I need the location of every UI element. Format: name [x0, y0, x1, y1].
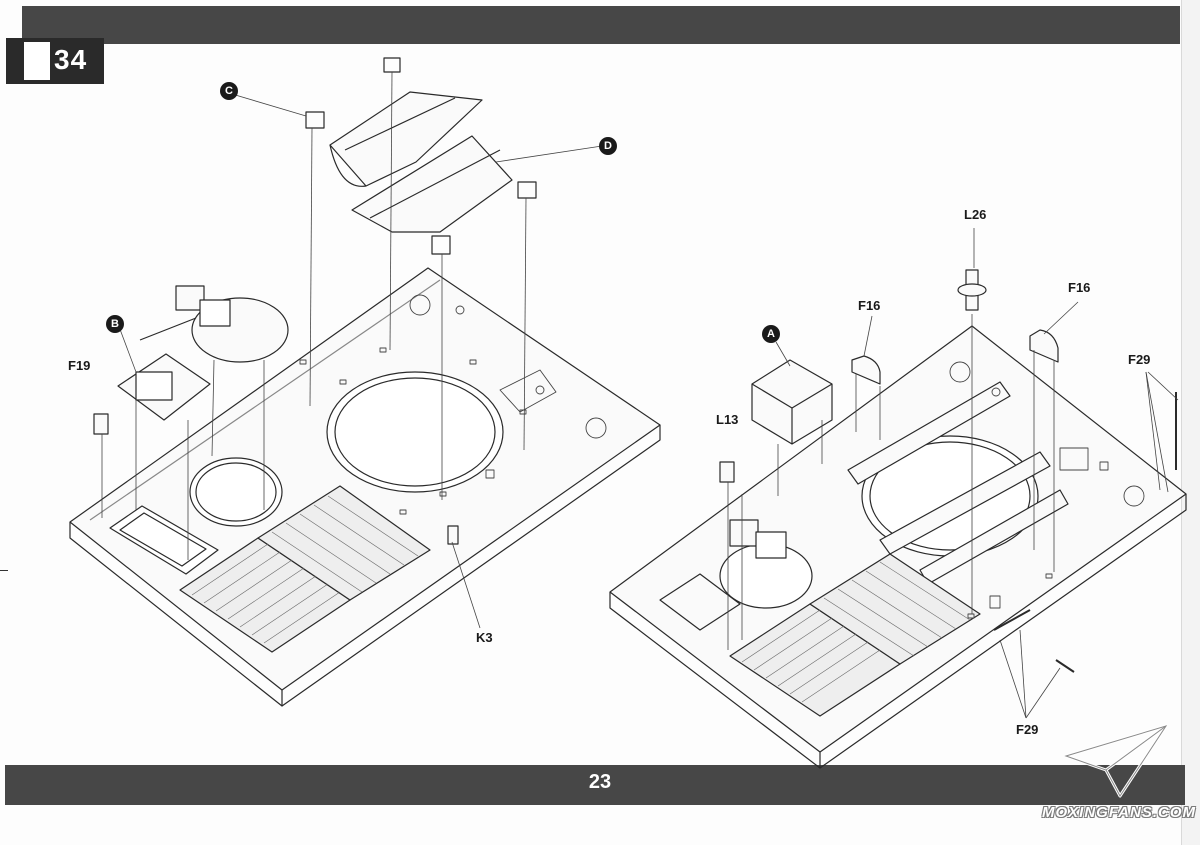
part-label-f29-top: F29 — [1128, 352, 1151, 367]
header-band — [22, 6, 1180, 44]
watermark-text: MOXINGFANS.COM — [1042, 804, 1197, 821]
right-exploded-parts — [719, 269, 1177, 673]
part-label-l26: L26 — [964, 207, 987, 222]
part-label-k3: K3 — [476, 630, 493, 645]
step-number: 34 — [54, 44, 88, 75]
callout-b: B — [106, 315, 124, 333]
step-number-box — [50, 42, 104, 80]
part-label-l13: L13 — [716, 412, 739, 427]
margin-tick — [0, 570, 8, 571]
page-edge — [1181, 0, 1200, 845]
part-label-f19: F19 — [68, 358, 91, 373]
page-number: 23 — [588, 771, 612, 793]
callout-a: A — [762, 325, 780, 343]
callout-d: D — [599, 137, 617, 155]
part-label-f16-right: F16 — [1068, 280, 1091, 295]
left-exploded-parts — [93, 57, 537, 545]
left-hull-deck — [69, 267, 661, 707]
callout-c: C — [220, 82, 238, 100]
footer-band — [5, 765, 1185, 805]
part-label-f16-left: F16 — [858, 298, 881, 313]
right-hull-deck — [609, 325, 1187, 769]
part-label-f29-bottom: F29 — [1016, 722, 1039, 737]
paper-plane-icon — [1064, 724, 1168, 798]
